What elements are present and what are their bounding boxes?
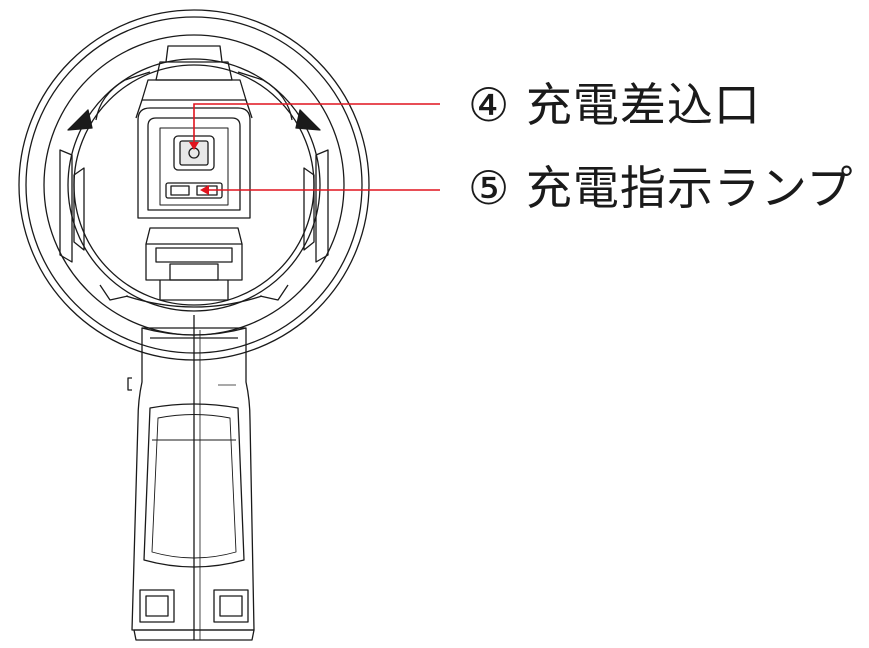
leader-arrow-charging-indicator: [200, 185, 209, 195]
leader-lines: [189, 103, 440, 195]
charging-panel: [137, 107, 251, 219]
inner-bezel: [59, 58, 329, 312]
top-clip: [135, 45, 253, 119]
bottom-grip-slots: [133, 589, 255, 641]
lower-latch: [125, 227, 263, 308]
leader-arrow-charging-port: [189, 142, 199, 150]
grip-panel: [143, 403, 245, 568]
callout-label-charging-port: ④ 充電差込口: [468, 78, 761, 132]
callout-label-charging-indicator: ⑤ 充電指示ランプ: [468, 161, 854, 215]
leader-line-charging-port: [193, 103, 440, 146]
